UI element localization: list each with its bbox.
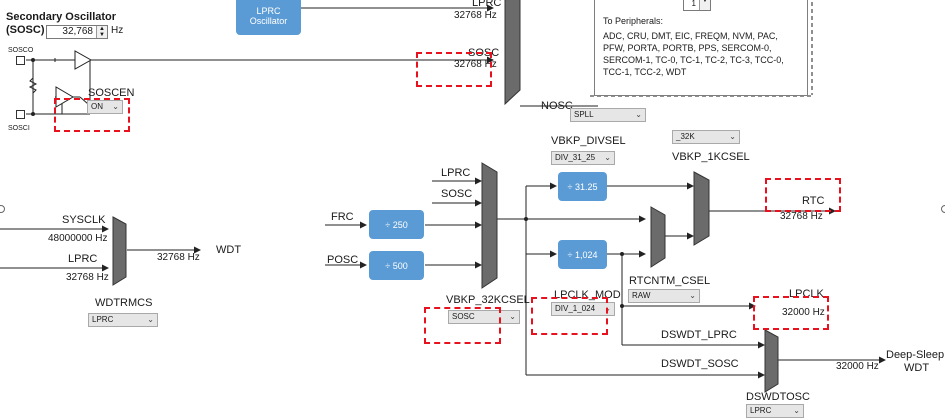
rtcntm-csel-label: RTCNTM_CSEL: [629, 275, 711, 287]
dswdt-lprc-label: DSWDT_LPRC: [661, 329, 737, 341]
highlight-32kcsel: [424, 307, 501, 344]
lprc-osc-line1: LPRC: [256, 5, 281, 16]
div1024-label: ÷ 1,024: [567, 249, 598, 260]
wdt-output-label: WDT: [216, 244, 242, 256]
sosco-pin-label: SOSCO: [8, 47, 34, 54]
kc-frc-label: FRC: [331, 211, 354, 223]
wdt-sysclk-label: SYSCLK: [62, 214, 106, 226]
chevron-down-icon: ⌄: [793, 406, 800, 415]
vbkp-divsel-label: VBKP_DIVSEL: [551, 135, 626, 147]
spin-arrows-icon[interactable]: ▼: [699, 0, 710, 10]
rtcntm-csel-mux: [650, 206, 666, 268]
kc-posc-label: POSC: [327, 254, 359, 266]
div500-label: ÷ 500: [385, 260, 408, 271]
wdtrmcs-mux: [112, 216, 127, 286]
rtc-label: RTC: [802, 195, 825, 207]
nosc-value: SPLL: [574, 110, 594, 119]
lpclk-output-freq: 32000 Hz: [782, 307, 825, 318]
wdtrmcs-dropdown[interactable]: LPRC ⌄: [88, 313, 158, 327]
divide-1024-block[interactable]: ÷ 1,024: [558, 240, 607, 269]
div250-label: ÷ 250: [385, 219, 408, 230]
chevron-down-icon: ⌄: [147, 315, 154, 324]
soscen-dropdown[interactable]: ON ⌄: [87, 100, 123, 114]
rtcntm-csel-dropdown[interactable]: RAW ⌄: [628, 289, 700, 303]
divide-250-block[interactable]: ÷ 250: [369, 210, 424, 239]
vbkp-1kcsel-value: _32K: [676, 132, 695, 141]
chevron-down-icon: ⌄: [112, 102, 119, 111]
main-mux-sosc-freq: 32768 Hz: [454, 59, 497, 70]
highlight-rtc: [765, 178, 841, 212]
kc-sosc-label: SOSC: [441, 188, 473, 200]
wdtrmcs-value: LPRC: [92, 315, 114, 324]
right-edge-handle[interactable]: [941, 205, 945, 213]
highlight-soscen: [54, 98, 130, 132]
wdt-lprc-freq: 32768 Hz: [66, 272, 109, 283]
vbkp-32kcsel-dropdown[interactable]: SOSC ⌄: [448, 310, 520, 324]
lprc-oscillator-block[interactable]: LPRC Oscillator: [236, 0, 301, 35]
sosc-title-line2: (SOSC): [6, 24, 45, 36]
sosc-frequency-spinner[interactable]: 32,768 ▲▼: [46, 25, 108, 39]
chevron-down-icon: ⌄: [689, 291, 696, 300]
soscen-value: ON: [91, 102, 103, 111]
div31-label: ÷ 31.25: [567, 181, 598, 192]
peripherals-heading: To Peripherals:: [603, 16, 664, 26]
dswdtosc-value: LPRC: [750, 406, 772, 415]
main-mux-lprc-freq: 32768 Hz: [454, 10, 497, 21]
peripherals-list: ADC, CRU, DMT, EIC, FREQM, NVM, PAC, PFW…: [603, 31, 784, 77]
spin-arrows-icon[interactable]: ▲▼: [96, 26, 107, 38]
highlight-sosc-freq: [416, 52, 492, 87]
vbkp-divsel-value: DIV_31_25: [555, 153, 596, 162]
chevron-down-icon: ⌄: [729, 132, 736, 141]
left-edge-handle[interactable]: [0, 205, 5, 213]
vbkp-1kcsel-label: VBKP_1KCSEL: [672, 151, 750, 163]
chevron-down-icon: ⌄: [509, 312, 516, 321]
rtcntm-csel-value: RAW: [632, 291, 651, 300]
divide-500-block[interactable]: ÷ 500: [369, 251, 424, 280]
lpclk-mod-value: DIV_1_024: [555, 304, 596, 313]
sosc-frequency-value: 32,768: [62, 26, 93, 37]
divide-31-25-block[interactable]: ÷ 31.25: [558, 172, 607, 201]
kc-lprc-label: LPRC: [441, 167, 471, 179]
peripheral-divider-value: 1: [691, 0, 696, 8]
wdtrmcs-label: WDTRMCS: [95, 297, 153, 309]
sosco-pin-icon: [16, 56, 25, 65]
sosc-inverter: [55, 86, 74, 108]
main-mux-lprc-label: LPRC: [472, 0, 502, 9]
vbkp-32kcsel-label: VBKP_32KCSEL: [446, 294, 530, 306]
chevron-down-icon: ⌄: [604, 153, 611, 162]
highlight-lpclk-mod: [531, 297, 608, 335]
chevron-down-icon: ⌄: [635, 110, 642, 119]
nosc-label: NOSC: [541, 100, 573, 112]
dswdt-output-line1: Deep-Sleep: [886, 349, 945, 361]
highlight-lpclk: [753, 296, 829, 330]
rtc-freq: 32768 Hz: [780, 211, 823, 222]
dswdt-output-line2: WDT: [904, 362, 930, 374]
peripheral-divider-spinner[interactable]: 1 ▼: [683, 0, 711, 11]
wdt-lprc-label: LPRC: [68, 253, 98, 265]
main-clock-mux: [504, 0, 521, 106]
dswdt-sosc-label: DSWDT_SOSC: [661, 358, 739, 370]
wdt-output-freq: 32768 Hz: [157, 252, 200, 263]
dswdtosc-dropdown[interactable]: LPRC ⌄: [746, 404, 804, 418]
peripherals-panel: 1 ▼ To Peripherals: ADC, CRU, DMT, EIC, …: [594, 0, 808, 96]
vbkp-32kcsel-value: SOSC: [452, 312, 475, 321]
wdt-sysclk-freq: 48000000 Hz: [48, 233, 108, 244]
dswdtosc-label: DSWDTOSC: [746, 391, 810, 403]
sosc-title-line1: Secondary Oscillator: [6, 11, 117, 23]
dswdtosc-mux: [764, 329, 779, 393]
vbkp-1kcsel-dropdown[interactable]: _32K ⌄: [672, 130, 740, 144]
sosci-pin-icon: [16, 110, 25, 119]
vbkp-1kcsel-mux: [693, 171, 710, 246]
vbkp-divsel-dropdown[interactable]: DIV_31_25 ⌄: [551, 151, 615, 165]
dswdt-output-freq: 32000 Hz: [836, 361, 879, 372]
nosc-dropdown[interactable]: SPLL ⌄: [570, 108, 646, 122]
sosc-frequency-unit: Hz: [111, 25, 124, 36]
soscen-label: SOSCEN: [88, 87, 135, 99]
lprc-osc-line2: Oscillator: [249, 15, 288, 26]
sosc-buffer: [74, 50, 93, 70]
sosci-pin-label: SOSCI: [8, 125, 30, 132]
vbkp-32kcsel-mux: [481, 162, 498, 289]
